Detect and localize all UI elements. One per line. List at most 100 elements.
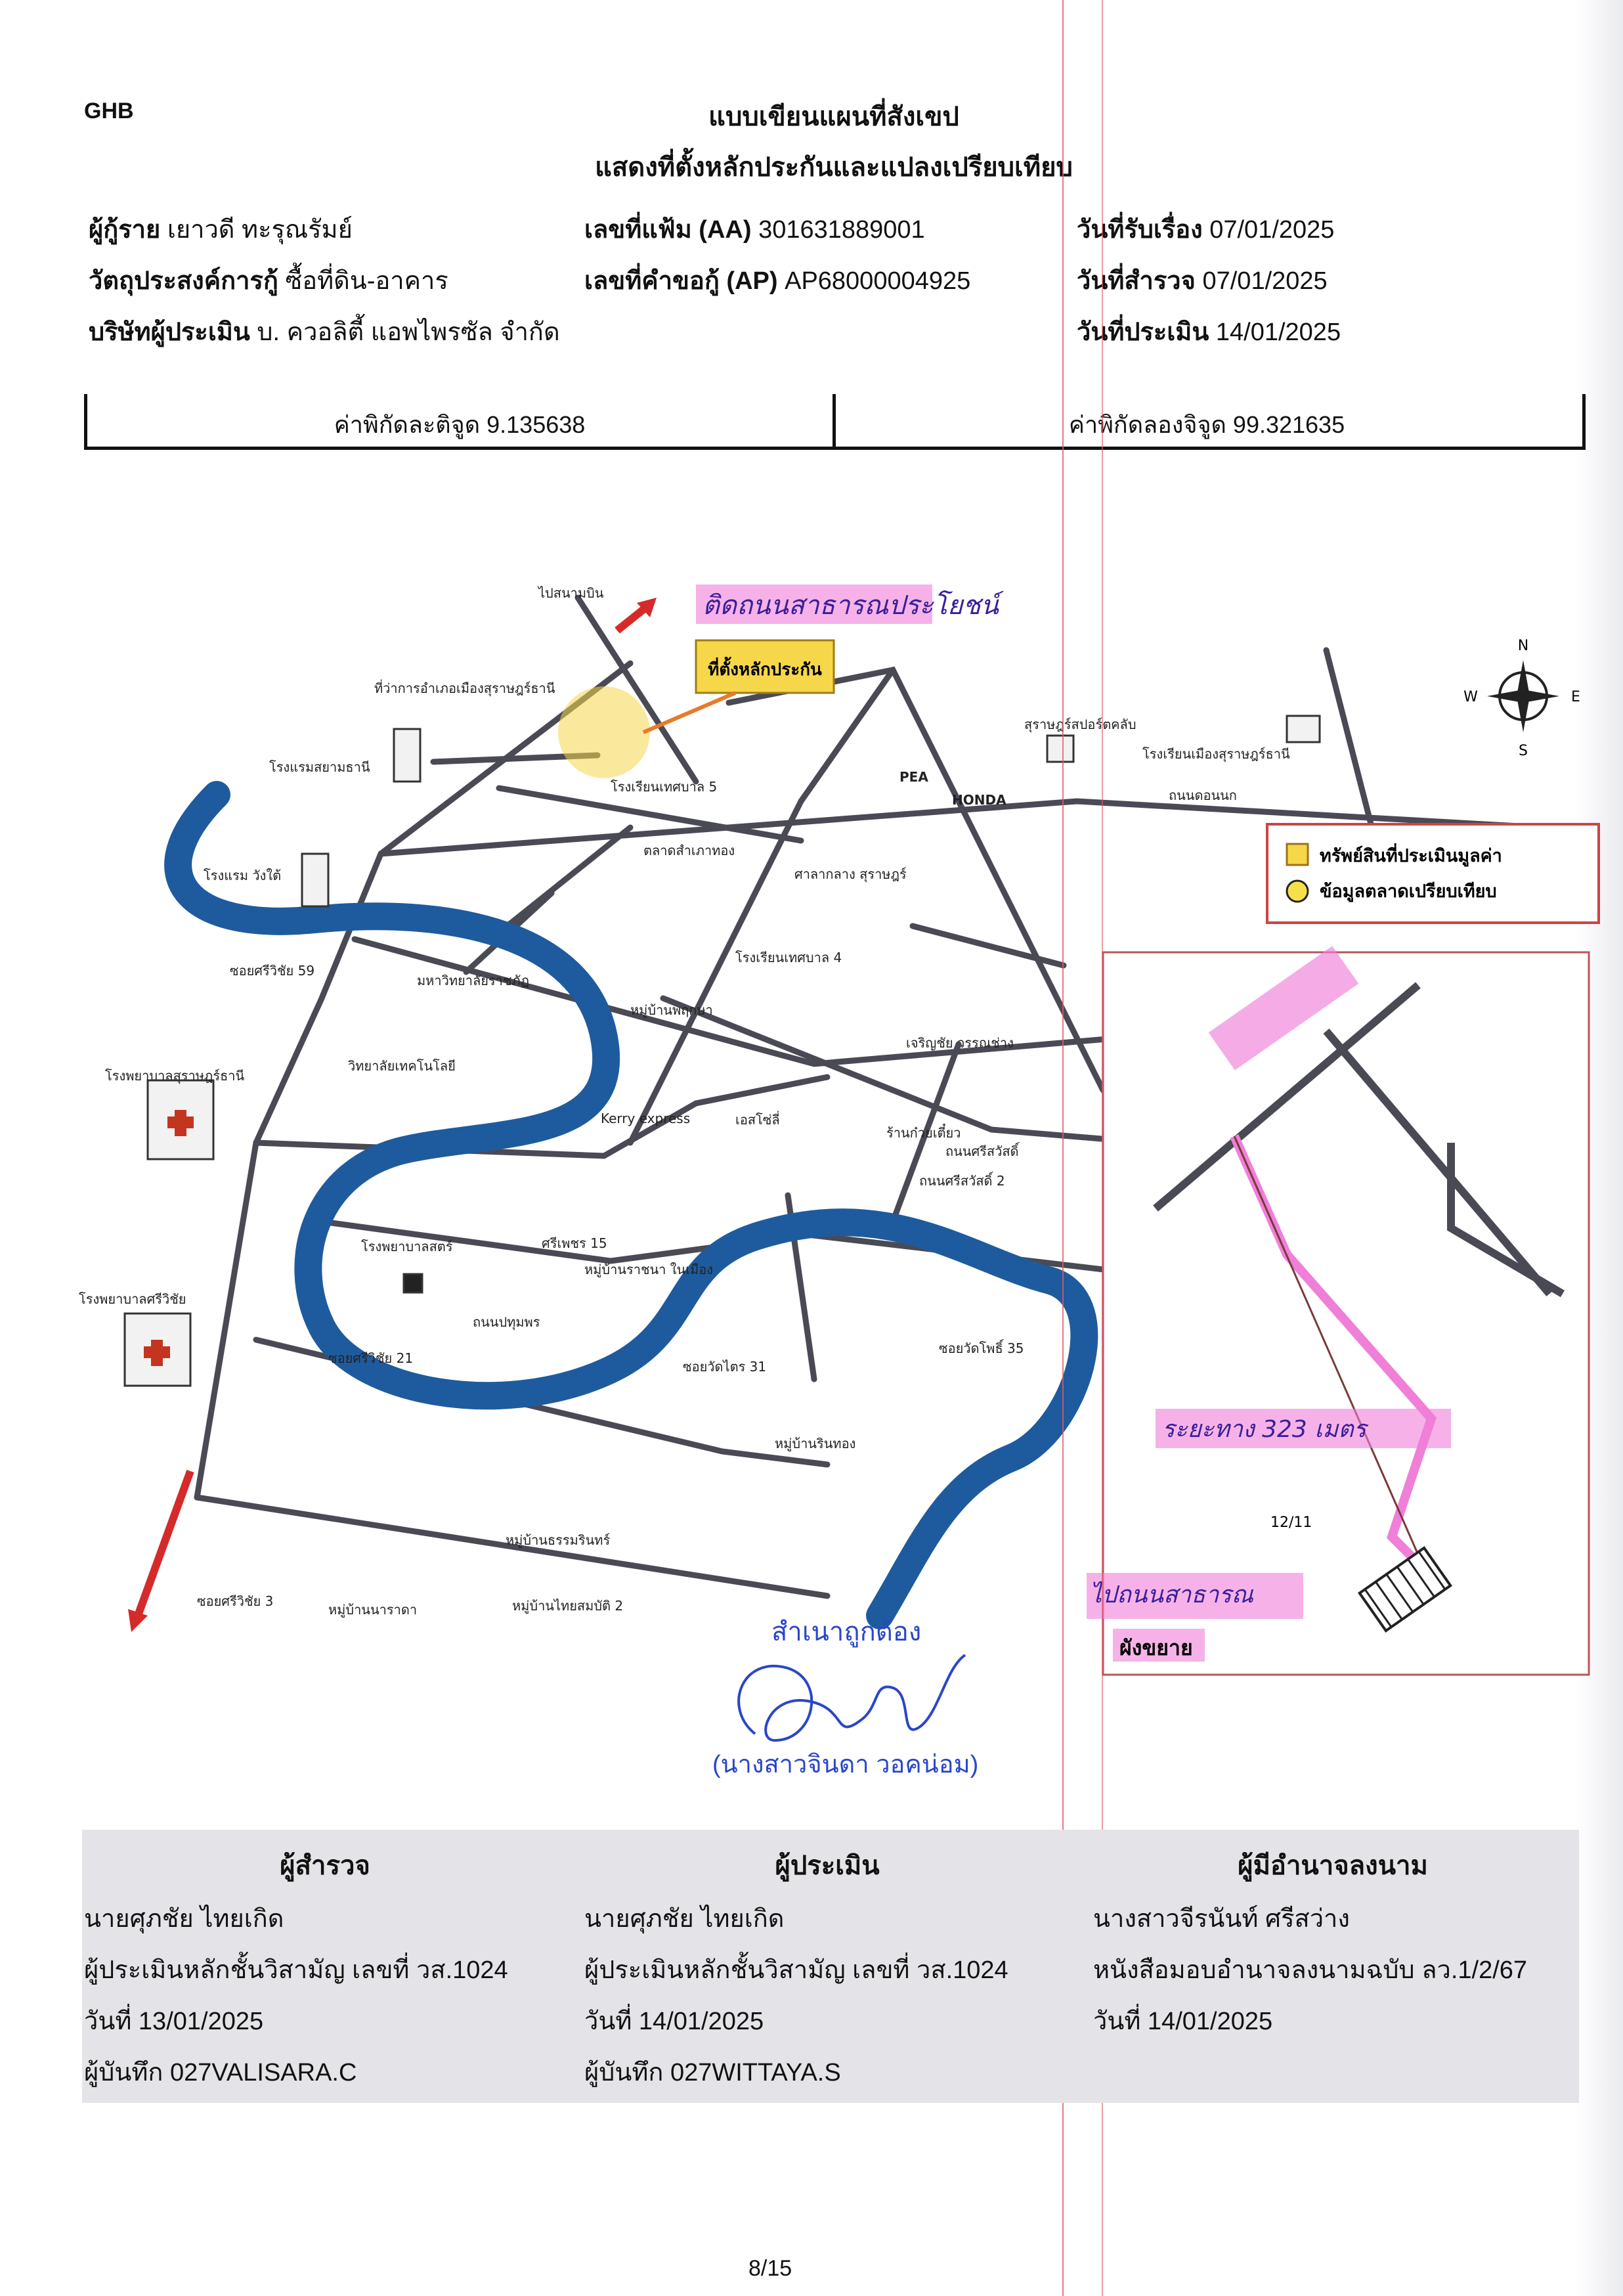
- svg-text:ถนนดอนนก: ถนนดอนนก: [1169, 787, 1237, 803]
- svg-text:หมู่บ้านนาราดา: หมู่บ้านนาราดา: [328, 1602, 417, 1618]
- legend-compare-swatch: [1286, 879, 1309, 903]
- svg-text:ซอยศรีวิชัย 21: ซอยศรีวิชัย 21: [328, 1350, 413, 1366]
- svg-text:หมู่บ้านพฤกษา: หมู่บ้านพฤกษา: [630, 1002, 713, 1019]
- svg-text:PEA: PEA: [899, 769, 928, 785]
- svg-text:ศรีเพชร 15: ศรีเพชร 15: [542, 1235, 607, 1251]
- svg-text:ซอยศรีวิชัย 59: ซอยศรีวิชัย 59: [230, 963, 314, 979]
- svg-text:ศาลากลาง สุราษฎร์: ศาลากลาง สุราษฎร์: [794, 866, 907, 883]
- surveyor-date: วันที่ 13/01/2025: [84, 2008, 264, 2035]
- house-number: 12/11: [1270, 1514, 1312, 1531]
- road-center: [627, 798, 804, 1146]
- svg-text:ร้านก๋วยเตี๋ยว: ร้านก๋วยเตี๋ยว: [886, 1123, 961, 1141]
- svg-text:เจริญชัย วรรณช่าง: เจริญชัย วรรณช่าง: [906, 1035, 1014, 1051]
- distance-highlight: [1156, 1409, 1451, 1448]
- map-labels: ไปสนามบิน ที่ว่าการอำเภอเมืองสุราษฎร์ธาน…: [79, 585, 1290, 1618]
- coordinate-divider: [833, 394, 836, 450]
- appraiser-recorder: ผู้บันทึก 027WITTAYA.S: [584, 2059, 841, 2086]
- school-icon: [1286, 715, 1321, 743]
- legend-compare: ข้อมูลตลาดเปรียบเทียบ: [1320, 881, 1497, 902]
- svg-text:วิทยาลัยเทคโนโลยี: วิทยาลัยเทคโนโลยี: [348, 1058, 456, 1074]
- doc-subtitle: แสดงที่ตั้งหลักประกันและแปลงเปรียบเทียบ: [595, 153, 1073, 182]
- svg-text:N: N: [1518, 638, 1528, 654]
- file-no-row: เลขที่แฟ้ม (AA) 301631889001: [584, 209, 925, 249]
- svg-text:HONDA: HONDA: [952, 792, 1006, 808]
- bank-code: GHB: [84, 99, 134, 123]
- borrower-label: ผู้กู้ราย: [89, 216, 161, 244]
- house-icon: [1046, 734, 1075, 763]
- pink-highlight-top: [696, 585, 932, 624]
- svg-text:สุราษฎร์สปอร์ตคลับ: สุราษฎร์สปอร์ตคลับ: [1024, 717, 1136, 733]
- surveyor-heading: ผู้สำรวจ: [280, 1851, 370, 1880]
- legend-asset: ทรัพย์สินที่ประเมินมูลค่า: [1320, 843, 1502, 867]
- handwritten-signature: [737, 1654, 966, 1742]
- surveyor-role: ผู้ประเมินหลักชั้นวิสามัญ เลขที่ วส.1024: [84, 1956, 508, 1984]
- signature-block: [82, 1830, 1579, 2103]
- road-mid: [351, 936, 1126, 1067]
- compass-icon: N S W E: [1463, 638, 1580, 759]
- svg-text:ถนนศรีสวัสดิ์: ถนนศรีสวัสดิ์: [945, 1141, 1020, 1159]
- received-label: วันที่รับเรื่อง: [1077, 216, 1203, 244]
- doc-title: แบบเขียนแผนที่สังเขป: [708, 102, 959, 131]
- request-no-value: AP68000004925: [785, 267, 971, 295]
- request-no-label: เลขที่คำขอกู้ (AP): [584, 267, 778, 295]
- hotel-icon: [301, 852, 330, 908]
- certified-copy-stamp: สำเนาถูกต้อง: [771, 1617, 922, 1647]
- svg-text:หมู่บ้านธรรมรินทร์: หมู่บ้านธรรมรินทร์: [506, 1532, 610, 1549]
- svg-text:มหาวิทยาลัยราชภัฏ: มหาวิทยาลัยราชภัฏ: [417, 973, 529, 988]
- file-no-value: 301631889001: [758, 216, 925, 244]
- road-south: [194, 1494, 831, 1599]
- svg-text:โรงเรียนเทศบาล 4: โรงเรียนเทศบาล 4: [735, 950, 842, 965]
- received-row: วันที่รับเรื่อง 07/01/2025: [1077, 209, 1334, 249]
- purpose-label: วัตถุประสงค์การกู้: [89, 267, 278, 295]
- inset-label: ผังขยาย: [1119, 1635, 1193, 1660]
- svg-text:โรงแรม วังใต้: โรงแรม วังใต้: [204, 868, 281, 883]
- map-legend: ทรัพย์สินที่ประเมินมูลค่า ข้อมูลตลาดเปรี…: [1266, 823, 1600, 924]
- appraiser-name: นายศุภชัย ไทยเกิด: [584, 1905, 785, 1933]
- svg-text:ถนนปทุมพร: ถนนปทุมพร: [473, 1314, 540, 1331]
- road-main-west: [194, 660, 634, 1501]
- appraiser-heading: ผู้ประเมิน: [775, 1851, 880, 1880]
- scan-line: [1102, 0, 1103, 2296]
- survey-value: 07/01/2025: [1202, 267, 1328, 295]
- longitude: ค่าพิกัดลองจิจูด 99.321635: [1068, 411, 1345, 438]
- svg-text:โรงพยาบาลศรีวิชัย: โรงพยาบาลศรีวิชัย: [79, 1291, 186, 1307]
- svg-text:โรงเรียนเทศบาล 5: โรงเรียนเทศบาล 5: [611, 779, 717, 795]
- signer-date: วันที่ 14/01/2025: [1093, 2008, 1273, 2035]
- svg-text:ตลาดสำเภาทอง: ตลาดสำเภาทอง: [643, 843, 735, 858]
- red-cross-icons: [144, 1110, 194, 1366]
- certifier-name: (นางสาวจินดา วอคน่อม): [712, 1751, 979, 1778]
- collateral-callout-box: [695, 639, 835, 694]
- appraiser-date: วันที่ 14/01/2025: [584, 2008, 764, 2035]
- svg-text:โรงเรียนเมืองสุราษฎร์ธานี: โรงเรียนเมืองสุราษฎร์ธานี: [1142, 746, 1290, 762]
- scan-line: [1062, 0, 1064, 2296]
- svg-text:E: E: [1571, 689, 1580, 705]
- latitude: ค่าพิกัดละติจูด 9.135638: [334, 411, 586, 438]
- school-icon: [402, 1273, 423, 1294]
- pink-highlight-inset-top: [1208, 946, 1359, 1071]
- signer-name: นางสาวจีรนันท์ ศรีสว่าง: [1093, 1905, 1350, 1933]
- request-no-row: เลขที่คำขอกู้ (AP) AP68000004925: [584, 260, 970, 300]
- appraisal-row: วันที่ประเมิน 14/01/2025: [1077, 311, 1341, 351]
- building-icon: [1357, 1546, 1453, 1633]
- appraiser-role: ผู้ประเมินหลักชั้นวิสามัญ เลขที่ วส.1024: [584, 1956, 1008, 1984]
- svg-text:ซอยศรีวิชัย 3: ซอยศรีวิชัย 3: [197, 1593, 273, 1609]
- appraisal-value: 14/01/2025: [1215, 319, 1341, 346]
- svg-text:โรงพยาบาลสุราษฎร์ธานี: โรงพยาบาลสุราษฎร์ธานี: [105, 1068, 245, 1084]
- inset-map: ระยะทาง 323 เมตร ไปถนนสาธารณ 12/11 ผังขย…: [1087, 946, 1590, 1676]
- road-east-diagonal: [725, 666, 1106, 1093]
- svg-text:ไปสนามบิน: ไปสนามบิน: [537, 585, 604, 601]
- signer-role: หนังสือมอบอำนาจลงนามฉบับ ลว.1/2/67: [1093, 1956, 1528, 1984]
- survey-row: วันที่สำรวจ 07/01/2025: [1077, 260, 1328, 300]
- surveyor-recorder: ผู้บันทึก 027VALISARA.C: [84, 2059, 357, 2086]
- company-row: บริษัทผู้ประเมิน บ. ควอลิตี้ แอพไพรซัล จ…: [89, 311, 560, 351]
- svg-text:โรงพยาบาลสตร์: โรงพยาบาลสตร์: [361, 1239, 453, 1254]
- svg-text:หมู่บ้านไทยสมบัติ 2: หมู่บ้านไทยสมบัติ 2: [512, 1598, 623, 1614]
- location-map: ที่ตั้งหลักประกัน ติดถนนสาธารณประโยชน์ N…: [39, 565, 1609, 1681]
- road-donnok: [378, 798, 1546, 857]
- signer-heading: ผู้มีอำนาจลงนาม: [1238, 1851, 1428, 1880]
- svg-text:Kerry express: Kerry express: [601, 1111, 690, 1126]
- map-svg: ที่ตั้งหลักประกัน ติดถนนสาธารณประโยชน์ N…: [79, 585, 1600, 1676]
- file-no-label: เลขที่แฟ้ม (AA): [584, 216, 752, 244]
- svg-text:โรงแรมสยามธานี: โรงแรมสยามธานี: [269, 759, 370, 775]
- page-number: 8/15: [748, 2256, 792, 2281]
